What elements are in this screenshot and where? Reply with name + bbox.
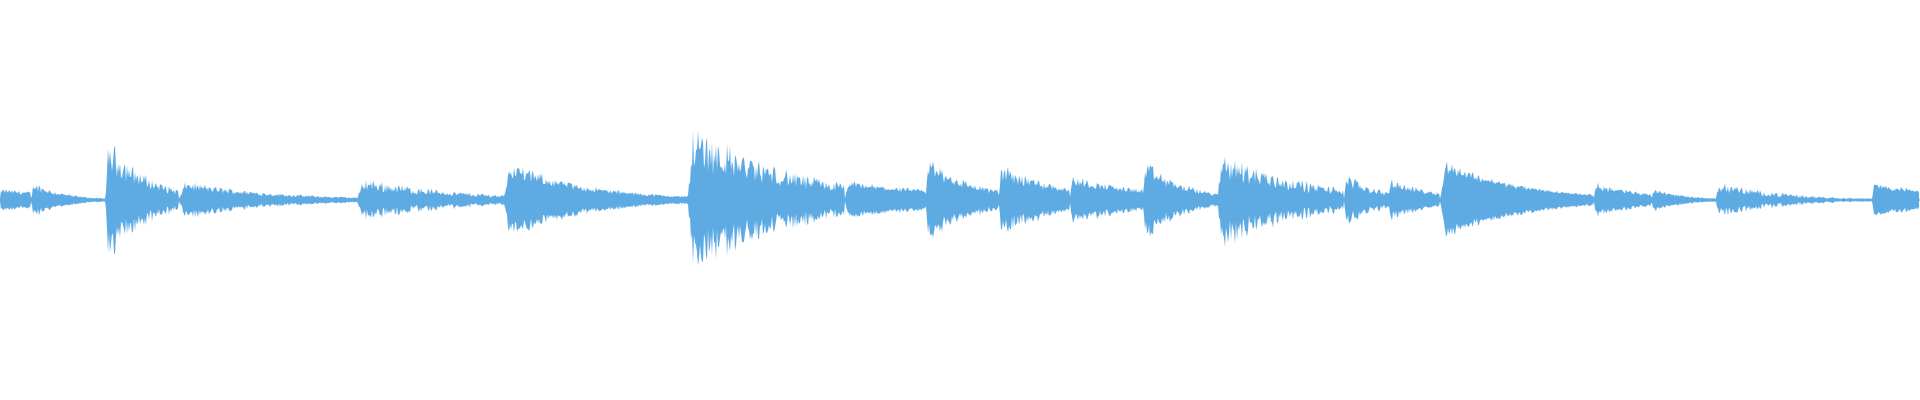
waveform-path (0, 130, 1919, 266)
